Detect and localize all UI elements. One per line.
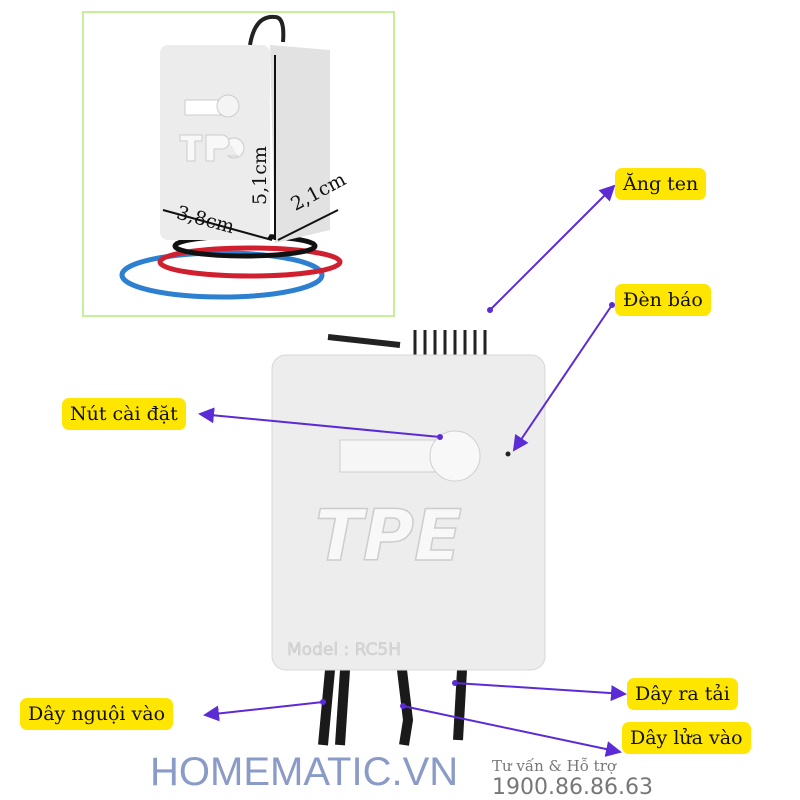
label-indicator-light: Đèn báo [615, 284, 711, 316]
height-dimension: 5,1cm [249, 146, 271, 205]
label-load-out: Dây ra tải [627, 678, 738, 710]
label-neutral-in: Dây nguội vào [20, 698, 174, 730]
device-brand: TPE [315, 495, 462, 577]
inset-device-photo [119, 14, 343, 300]
label-setup-button: Nút cài đặt [62, 398, 186, 430]
consult-text: Tư vấn & Hỗ trợ [492, 757, 616, 775]
device-model: Model : RC5H [287, 640, 401, 660]
dimensions-inset: 5,1cm 3,8cm 2,1cm [82, 11, 395, 317]
label-antenna: Ăng ten [615, 168, 707, 200]
width-dimension: 3,8cm [174, 201, 237, 239]
homematic-logo: HOMEMATIC.VN [150, 750, 459, 794]
hotline-number: 1900.86.86.63 [492, 775, 653, 800]
label-live-in: Dây lửa vào [622, 722, 751, 754]
callout-arrows [198, 184, 627, 757]
main-device-photo: TPE Model : RC5H [271, 330, 546, 746]
depth-dimension: 2,1cm [287, 168, 350, 216]
